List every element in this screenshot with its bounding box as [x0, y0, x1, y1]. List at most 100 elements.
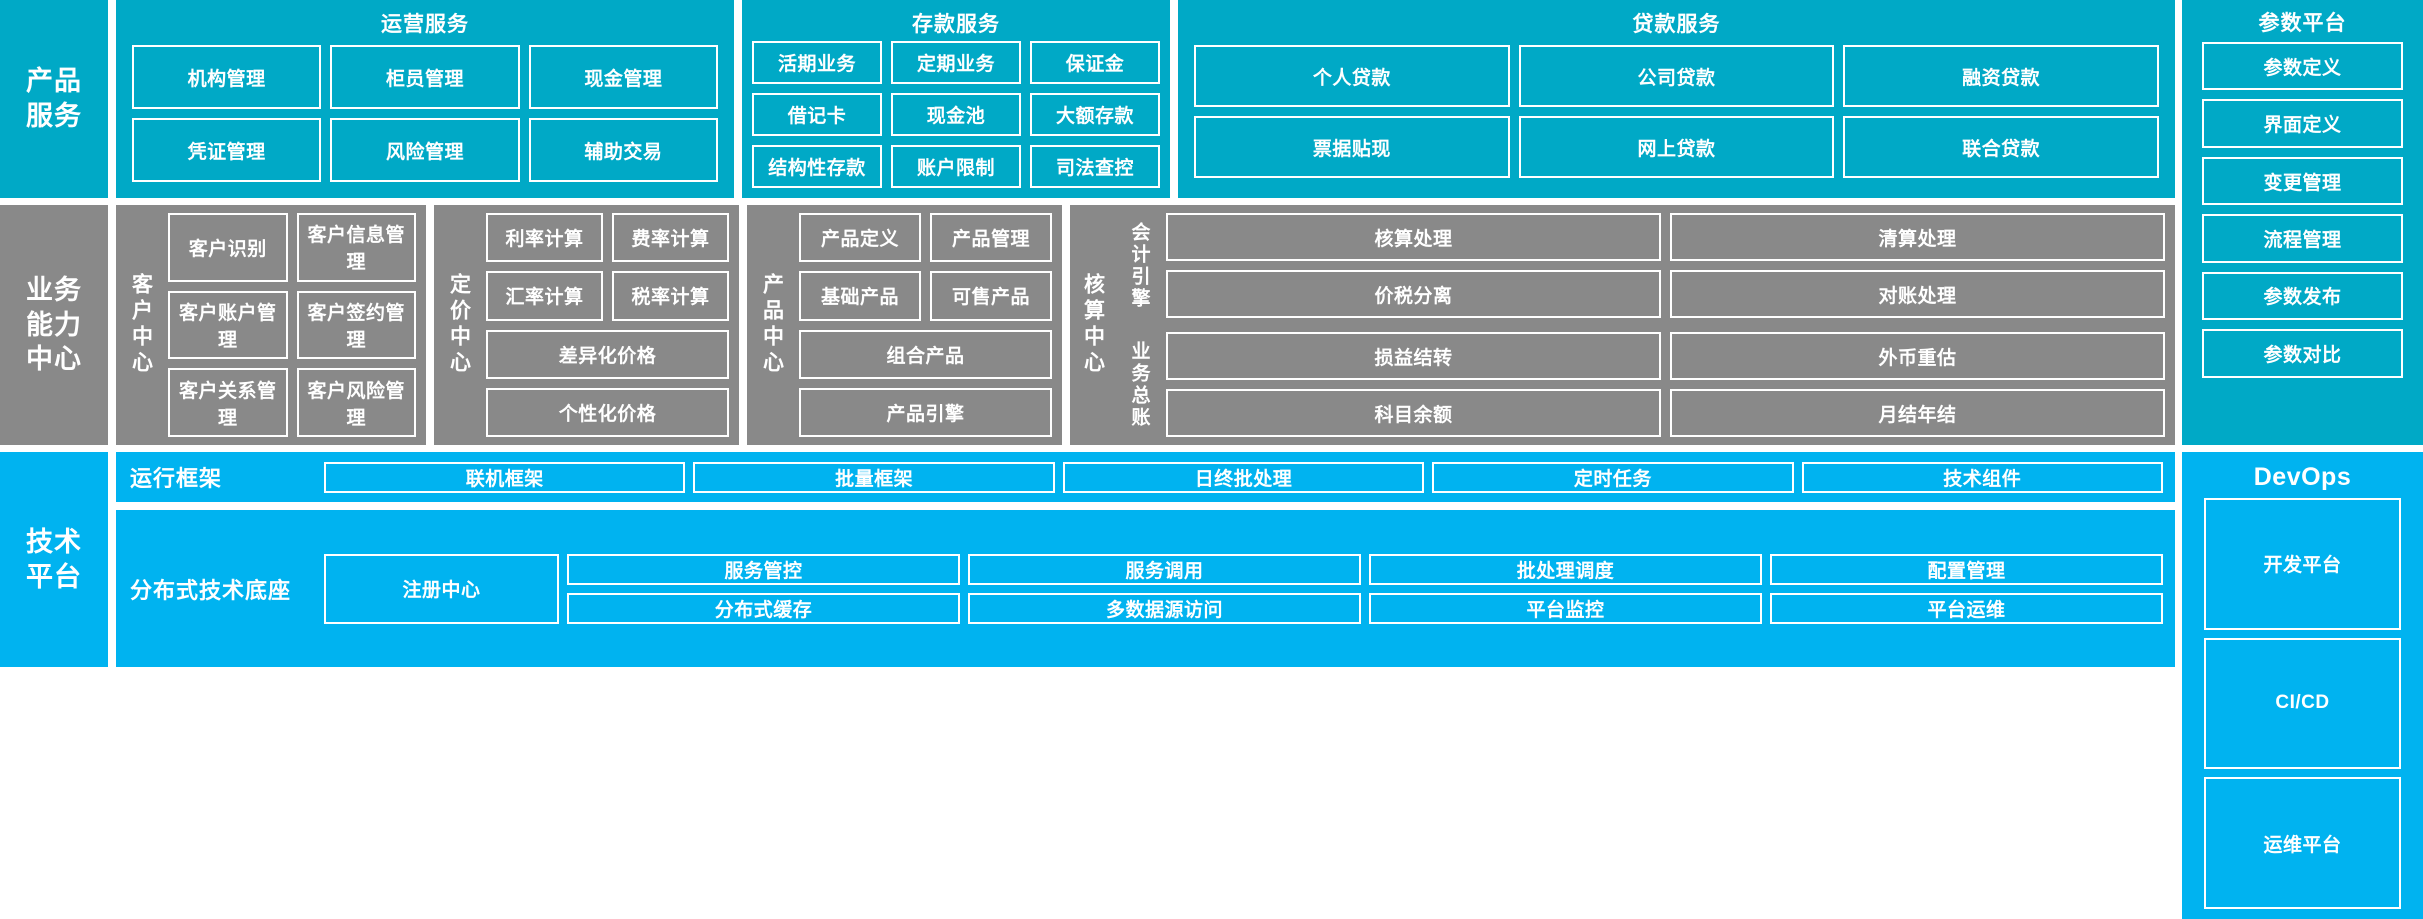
tech-cell[interactable]: 平台监控	[1369, 592, 1762, 624]
service-cell[interactable]: 个人贷款	[1194, 45, 1510, 107]
parameter-cell[interactable]: 参数对比	[2202, 329, 2403, 378]
service-cell[interactable]: 借记卡	[752, 93, 882, 136]
group-title-loan-services: 贷款服务	[1632, 13, 1721, 36]
parameter-platform-list: 参数定义 界面定义 变更管理 流程管理 参数发布 参数对比	[2202, 42, 2403, 435]
subgroup-accounting-engine: 会计引擎 核算处理 清算处理 价税分离 对账处理	[1120, 213, 2165, 318]
tech-cell[interactable]: 平台运维	[1770, 592, 2163, 624]
service-cell[interactable]: 风险管理	[330, 118, 520, 182]
panel-title-devops: DevOps	[2253, 463, 2352, 491]
group-label-pricing-center: 定价中心	[447, 273, 471, 377]
subgroup-label-general-ledger: 业务总账	[1128, 340, 1150, 429]
tech-cell[interactable]: 批量框架	[693, 461, 1055, 493]
capability-cell[interactable]: 清算处理	[1670, 213, 2165, 261]
capability-cell[interactable]: 产品定义	[799, 213, 921, 263]
service-cell[interactable]: 账户限制	[891, 145, 1021, 188]
capability-cell[interactable]: 客户关系管理	[168, 368, 288, 437]
service-cell[interactable]: 柜员管理	[330, 45, 520, 109]
service-cell[interactable]: 凭证管理	[132, 118, 322, 182]
tech-cell[interactable]: 多数据源访问	[968, 592, 1361, 624]
runtime-framework-cells: 联机框架 批量框架 日终批处理 定时任务 技术组件	[324, 461, 2163, 493]
tech-cell-registry[interactable]: 注册中心	[324, 553, 559, 624]
capability-cell[interactable]: 客户风险管理	[296, 368, 416, 437]
devops-cell[interactable]: 运维平台	[2204, 777, 2401, 909]
group-accounting-center: 核算中心 会计引擎 核算处理 清算处理 价税分离 对账处理	[1070, 205, 2175, 445]
capability-cell[interactable]: 月结年结	[1670, 389, 2165, 437]
group-deposit-services: 存款服务 活期业务 定期业务 保证金 借记卡 现金池 大额存款 结构性存款 账户…	[742, 0, 1170, 198]
capability-cell[interactable]: 科目余额	[1166, 389, 1661, 437]
service-cell[interactable]: 结构性存款	[752, 145, 882, 188]
service-cell[interactable]: 辅助交易	[528, 118, 718, 182]
technical-platform-rows: 运行框架 联机框架 批量框架 日终批处理 定时任务 技术组件 分布式技术底座 注…	[116, 452, 2175, 667]
parameter-cell[interactable]: 参数发布	[2202, 271, 2403, 321]
service-cell[interactable]: 联合贷款	[1843, 116, 2159, 178]
parameter-cell[interactable]: 界面定义	[2202, 99, 2403, 148]
capability-cell[interactable]: 费率计算	[612, 213, 729, 263]
deposit-services-grid: 活期业务 定期业务 保证金 借记卡 现金池 大额存款 结构性存款 账户限制 司法…	[752, 41, 1160, 188]
tech-cell[interactable]: 分布式缓存	[567, 592, 960, 624]
tech-cell[interactable]: 联机框架	[324, 461, 686, 493]
general-ledger-grid: 损益结转 外币重估 科目余额 月结年结	[1166, 332, 2165, 437]
capability-cell[interactable]: 利率计算	[486, 213, 603, 263]
capability-cell[interactable]: 客户信息管理	[296, 213, 416, 282]
service-cell[interactable]: 大额存款	[1030, 93, 1160, 136]
capability-cell[interactable]: 对账处理	[1670, 270, 2165, 318]
capability-cell[interactable]: 损益结转	[1166, 332, 1661, 380]
group-label-accounting-center: 核算中心	[1081, 273, 1105, 377]
capability-cell[interactable]: 差异化价格	[486, 329, 729, 379]
tech-cell[interactable]: 服务管控	[567, 553, 960, 585]
capability-cell[interactable]: 核算处理	[1166, 213, 1661, 261]
capability-cell[interactable]: 外币重估	[1670, 332, 2165, 380]
devops-list: 开发平台 CI/CD 运维平台	[2204, 498, 2401, 909]
service-cell[interactable]: 融资贷款	[1843, 45, 2159, 107]
capability-cell[interactable]: 个性化价格	[486, 387, 729, 437]
capability-cell[interactable]: 组合产品	[799, 329, 1052, 379]
group-product-center: 产品中心 产品定义 产品管理 基础产品 可售产品 组合产品 产品引擎	[747, 205, 1062, 445]
group-customer-center: 客户中心 客户识别 客户信息管理 客户账户管理 客户签约管理 客户关系管理 客户…	[116, 205, 426, 445]
service-cell[interactable]: 现金管理	[528, 45, 718, 109]
service-cell[interactable]: 保证金	[1030, 41, 1160, 84]
service-cell[interactable]: 现金池	[891, 93, 1021, 136]
group-label-product-center: 产品中心	[760, 273, 784, 377]
parameter-cell[interactable]: 流程管理	[2202, 214, 2403, 263]
group-title-operation-services: 运营服务	[381, 13, 469, 36]
parameter-cell[interactable]: 变更管理	[2202, 156, 2403, 206]
capability-cell[interactable]: 产品管理	[930, 213, 1052, 263]
devops-cell[interactable]: CI/CD	[2204, 637, 2401, 770]
devops-cell[interactable]: 开发平台	[2204, 498, 2401, 630]
capability-cell[interactable]: 客户识别	[168, 213, 288, 282]
service-cell[interactable]: 司法查控	[1030, 145, 1160, 188]
service-cell[interactable]: 机构管理	[132, 45, 322, 109]
tech-cell[interactable]: 配置管理	[1770, 553, 2163, 585]
capability-cell[interactable]: 客户签约管理	[296, 290, 416, 360]
capability-cell[interactable]: 基础产品	[799, 271, 921, 321]
capability-cell[interactable]: 产品引擎	[799, 387, 1052, 437]
group-operation-services: 运营服务 机构管理 柜员管理 现金管理 凭证管理 风险管理 辅助交易	[116, 0, 734, 198]
parameter-cell[interactable]: 参数定义	[2202, 42, 2403, 91]
service-cell[interactable]: 活期业务	[752, 41, 882, 84]
tech-cell[interactable]: 技术组件	[1801, 461, 2163, 493]
tech-cell[interactable]: 批处理调度	[1369, 553, 1762, 585]
panel-parameter-platform: 参数平台 参数定义 界面定义 变更管理 流程管理 参数发布 参数对比	[2182, 0, 2423, 445]
distributed-foundation-cells: 注册中心 服务管控 服务调用 批处理调度 配置管理 分布式缓存 多数据源访问 平…	[324, 553, 2163, 624]
product-services-groups: 运营服务 机构管理 柜员管理 现金管理 凭证管理 风险管理 辅助交易 存款服务 …	[116, 0, 2175, 198]
capability-cell[interactable]: 可售产品	[930, 271, 1052, 321]
capability-cell[interactable]: 汇率计算	[486, 271, 603, 321]
capability-cell[interactable]: 客户账户管理	[168, 290, 288, 360]
tech-cell[interactable]: 定时任务	[1432, 461, 1794, 493]
service-cell[interactable]: 网上贷款	[1518, 116, 1835, 178]
group-pricing-center: 定价中心 利率计算 费率计算 汇率计算 税率计算 差异化价格 个性化价格	[434, 205, 739, 445]
accounting-engine-grid: 核算处理 清算处理 价税分离 对账处理	[1166, 213, 2165, 318]
row-label-distributed-foundation: 分布式技术底座	[130, 577, 292, 603]
tech-cell[interactable]: 服务调用	[968, 553, 1361, 585]
row-distributed-foundation: 分布式技术底座 注册中心 服务管控 服务调用 批处理调度 配置管理 分布式缓存 …	[116, 510, 2175, 667]
group-title-deposit-services: 存款服务	[912, 13, 1000, 36]
service-cell[interactable]: 公司贷款	[1518, 45, 1835, 107]
service-cell[interactable]: 票据贴现	[1194, 116, 1510, 178]
subgroup-label-accounting-engine: 会计引擎	[1128, 221, 1150, 310]
capability-cell[interactable]: 价税分离	[1166, 270, 1661, 318]
capability-cell[interactable]: 税率计算	[612, 271, 729, 321]
tech-cell[interactable]: 日终批处理	[1062, 461, 1425, 493]
main-bands-column: 产品服务 运营服务 机构管理 柜员管理 现金管理 凭证管理 风险管理 辅助交易 …	[0, 0, 2175, 667]
loan-services-grid: 个人贷款 公司贷款 融资贷款 票据贴现 网上贷款 联合贷款	[1188, 41, 2165, 188]
service-cell[interactable]: 定期业务	[891, 41, 1021, 84]
